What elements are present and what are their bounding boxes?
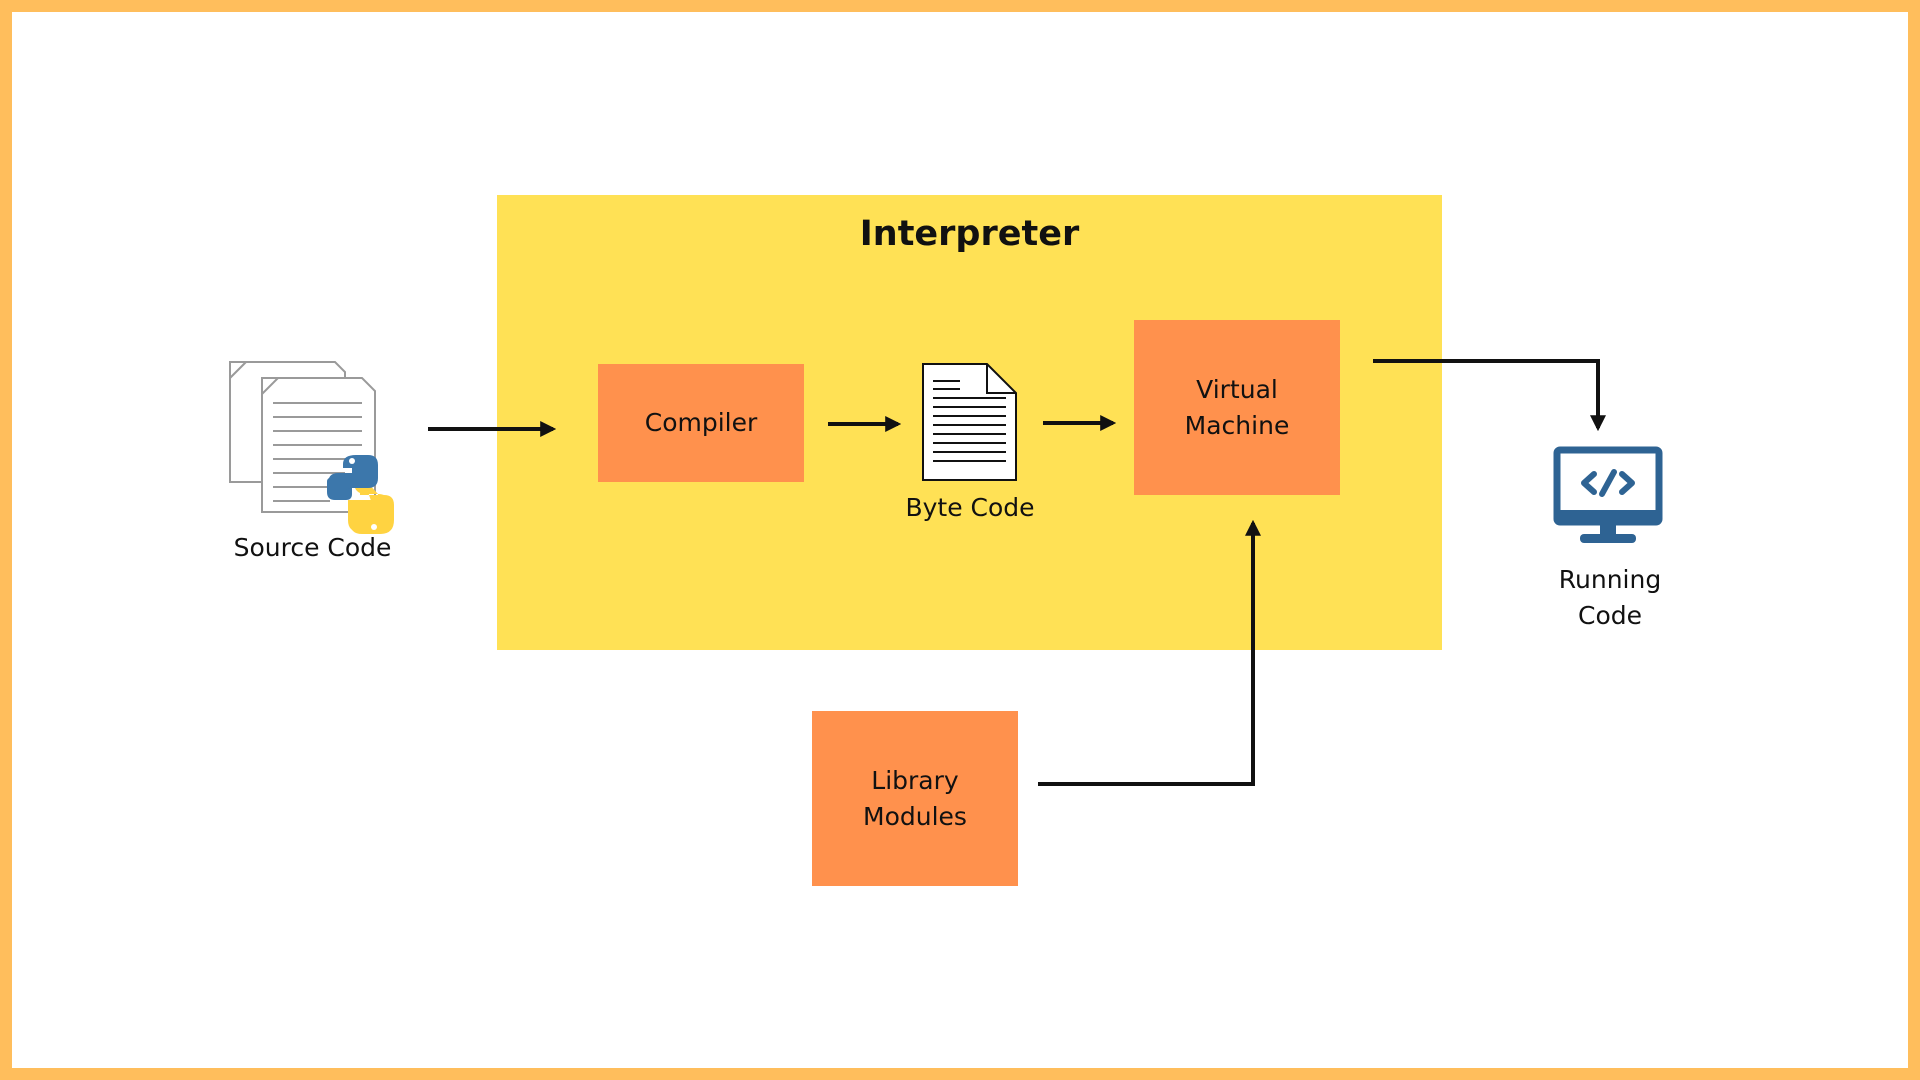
source-code-documents-icon: [229, 361, 376, 513]
arrow-vm-to-running-code: [1373, 359, 1606, 432]
compiler-node: Compiler: [598, 364, 804, 482]
python-logo-icon: [327, 455, 394, 534]
virtual-machine-node: Virtual Machine: [1134, 320, 1340, 495]
arrow-library-to-vm: [1038, 519, 1261, 786]
byte-code-document-icon: [922, 363, 1017, 481]
running-code-label: Running Code: [1558, 565, 1662, 630]
byte-code-label: Byte Code: [905, 493, 1035, 522]
source-code-label: Source Code: [233, 533, 392, 562]
library-modules-node: Library Modules: [812, 711, 1018, 886]
interpreter-title: Interpreter: [859, 214, 1080, 254]
code-monitor-icon: [1553, 446, 1663, 543]
